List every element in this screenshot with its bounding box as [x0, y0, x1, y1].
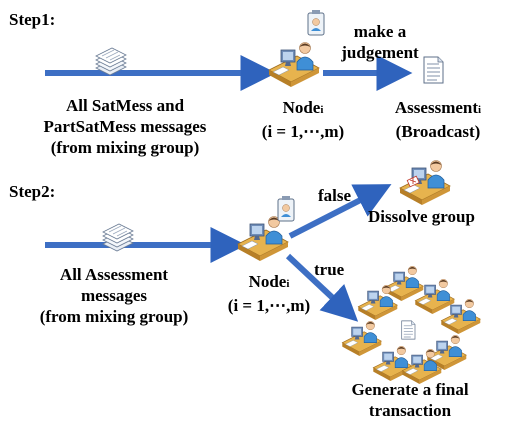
dissolve-group-label: Dissolve group	[368, 207, 475, 226]
final-transaction-line: transaction	[368, 401, 452, 420]
step2-node-text: Node	[248, 272, 287, 291]
final-transaction-label: Generate a final transaction	[330, 379, 490, 421]
person-at-desk-icon	[237, 216, 289, 262]
step1-node-name: Nodei	[248, 97, 358, 121]
badge-icon	[277, 195, 295, 222]
step2-node-name: Nodei	[214, 271, 324, 295]
step1-node-text: Node	[282, 98, 321, 117]
step1-input-line: (from mixing group)	[50, 138, 200, 157]
step1-action-label: make a judgement	[310, 21, 450, 63]
true-branch-label: true	[314, 260, 345, 279]
step1-input-label: All SatMess and PartSatMess messages (fr…	[0, 95, 250, 158]
false-branch-arrow	[288, 184, 392, 239]
step2-input-line: (from mixing group)	[39, 307, 189, 326]
false-branch-label: false	[318, 186, 352, 205]
final-transaction-line: Generate a final	[351, 380, 469, 399]
step2-node-subscript: i	[286, 278, 290, 290]
step2-input-line: messages	[80, 286, 148, 305]
step1-action-line: judgement	[341, 43, 419, 62]
step1-action-line: make a	[353, 22, 407, 41]
step1-output-note: (Broadcast)	[395, 122, 481, 141]
true-branch-arrow	[285, 253, 359, 322]
step1-node-range: (i = 1,⋯,m)	[261, 122, 345, 141]
step1-output-subscript: i	[478, 104, 482, 116]
step2-node-range: (i = 1,⋯,m)	[227, 296, 311, 315]
step1-output-name: Assessmenti	[368, 97, 508, 121]
dissolve-group-desk-icon	[399, 160, 451, 206]
step1-input-line: PartSatMess messages	[43, 117, 207, 136]
step1-output-label: Assessmenti (Broadcast)	[368, 97, 508, 142]
step2-node-label: Nodei (i = 1,⋯,m)	[214, 271, 324, 316]
step1-node-label: Nodei (i = 1,⋯,m)	[248, 97, 358, 142]
step2-input-label: All Assessment messages (from mixing gro…	[0, 264, 228, 327]
step2-input-line: All Assessment	[59, 265, 169, 284]
step1-output-text: Assessment	[394, 98, 479, 117]
group-ring-icon	[341, 265, 481, 385]
step2-label: Step2:	[9, 182, 56, 201]
step1-node-subscript: i	[320, 104, 324, 116]
step1-input-line: All SatMess and	[65, 96, 185, 115]
step1-label: Step1:	[9, 10, 56, 29]
